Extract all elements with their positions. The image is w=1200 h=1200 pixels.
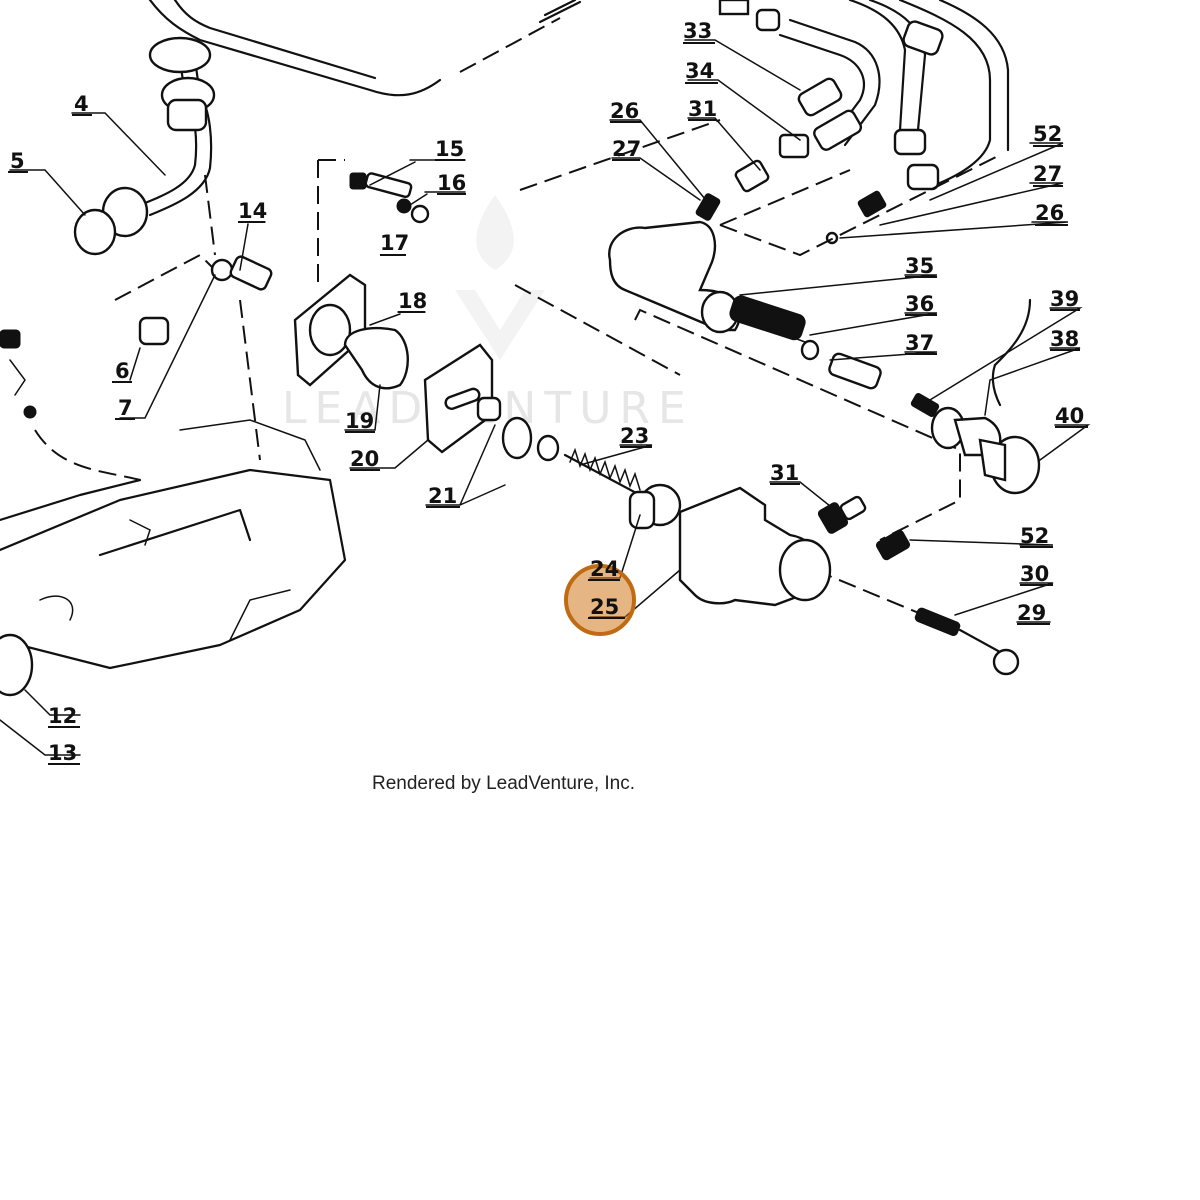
callout-31[interactable]: 31 (688, 97, 717, 121)
callout-15[interactable]: 15 (435, 137, 464, 161)
callout-40[interactable]: 40 (1055, 404, 1084, 428)
callout-30[interactable]: 30 (1020, 562, 1049, 586)
callout-26[interactable]: 26 (1035, 201, 1064, 225)
callouts: 33 34 26 31 27 52 27 26 4 5 15 16 17 14 … (10, 19, 1084, 765)
callout-26[interactable]: 26 (610, 99, 639, 123)
callout-29[interactable]: 29 (1017, 601, 1046, 625)
callout-13[interactable]: 13 (48, 741, 77, 765)
callout-24[interactable]: 24 (590, 557, 619, 581)
callout-27[interactable]: 27 (1033, 162, 1062, 186)
watermark-logo (455, 195, 545, 360)
callout-52[interactable]: 52 (1033, 122, 1062, 146)
callout-27[interactable]: 27 (612, 137, 641, 161)
callout-7[interactable]: 7 (118, 396, 133, 420)
callout-23[interactable]: 23 (620, 424, 649, 448)
callout-33[interactable]: 33 (683, 19, 712, 43)
callout-16[interactable]: 16 (437, 171, 466, 195)
callout-37[interactable]: 37 (905, 331, 934, 355)
callout-36[interactable]: 36 (905, 292, 934, 316)
callout-39[interactable]: 39 (1050, 287, 1079, 311)
callout-52[interactable]: 52 (1020, 524, 1049, 548)
callout-35[interactable]: 35 (905, 254, 934, 278)
callout-14[interactable]: 14 (238, 199, 267, 223)
callout-31[interactable]: 31 (770, 461, 799, 485)
callout-17[interactable]: 17 (380, 231, 409, 255)
callout-12[interactable]: 12 (48, 704, 77, 728)
callout-38[interactable]: 38 (1050, 327, 1079, 351)
callout-4[interactable]: 4 (74, 92, 89, 116)
callout-19[interactable]: 19 (345, 409, 374, 433)
callout-20[interactable]: 20 (350, 447, 379, 471)
callout-6[interactable]: 6 (115, 359, 130, 383)
callout-34[interactable]: 34 (685, 59, 714, 83)
callout-underlines (8, 42, 1088, 765)
render-credit: Rendered by LeadVenture, Inc. (372, 773, 635, 794)
callout-5[interactable]: 5 (10, 149, 25, 173)
callout-18[interactable]: 18 (398, 289, 427, 313)
diagram-linework (0, 0, 1091, 756)
callout-21[interactable]: 21 (428, 484, 457, 508)
callout-25[interactable]: 25 (590, 595, 619, 619)
